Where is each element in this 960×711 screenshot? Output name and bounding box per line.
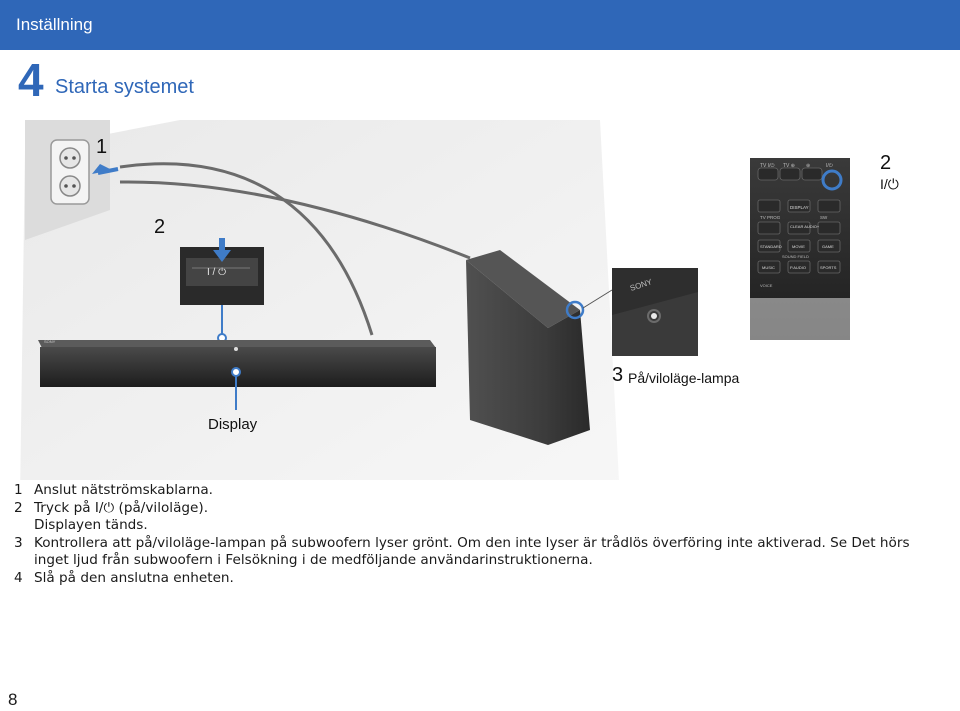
svg-text:TV ⊕: TV ⊕ (783, 163, 795, 169)
callout-remote-symbol: I/⏻ (880, 176, 899, 192)
svg-text:MOVIE: MOVIE (792, 244, 805, 249)
step-number: 3 (14, 534, 23, 551)
wall-outlet (25, 120, 119, 240)
callout-lamp-number: 3 (612, 364, 624, 386)
svg-text:P.AUDIO: P.AUDIO (790, 265, 806, 270)
svg-text:SW: SW (820, 215, 828, 220)
step-number: 4 (14, 569, 23, 586)
remote-control: TV I/⏻ TV ⊕ ⊕ I/⏻ DISPLAY TV PROG SW CLE… (750, 158, 850, 340)
lamp-callout-line (582, 289, 613, 309)
callout-lamp-text: På/viloläge-lampa (628, 370, 740, 386)
svg-text:STANDARD: STANDARD (760, 244, 782, 249)
power-button-label: I / ⏻ (207, 267, 227, 278)
callout-display: Display (208, 416, 258, 433)
header-bar: Inställning (0, 0, 960, 50)
power-cord-subwoofer (119, 180, 471, 260)
step-text: Anslut nätströmskablarna. (34, 482, 213, 498)
step-item: 1 Anslut nätströmskablarna. (14, 482, 944, 500)
svg-text:VOICE: VOICE (760, 283, 773, 288)
setup-illustration: SONY SONY TV I/⏻ TV ⊕ ⊕ I/⏻ DISPL (20, 120, 850, 480)
svg-text:SONY: SONY (44, 339, 56, 344)
button-inset (180, 238, 264, 343)
step-text: Kontrollera att på/viloläge-lampan på su… (34, 534, 910, 569)
callout-remote-number: 2 (880, 152, 892, 174)
callout-button-number: 2 (154, 216, 166, 238)
step-item: 3 Kontrollera att på/viloläge-lampan på … (14, 535, 944, 570)
step-number: 2 (14, 499, 23, 516)
step-text: Tryck på I/⏻ (på/viloläge). (34, 499, 209, 516)
power-cord-soundbar (119, 162, 374, 336)
step-list: 1 Anslut nätströmskablarna. 2 Tryck på I… (14, 482, 944, 587)
subwoofer (466, 250, 590, 445)
lamp-inset: SONY (612, 268, 698, 356)
svg-text:I/⏻: I/⏻ (826, 163, 833, 169)
svg-text:GAME: GAME (822, 244, 834, 249)
page-number: 8 (8, 690, 18, 709)
svg-text:CLEAR AUDIO+: CLEAR AUDIO+ (790, 224, 820, 229)
svg-text:SPORTS: SPORTS (820, 265, 837, 270)
soundbar: SONY (38, 339, 436, 387)
step-number: 1 (14, 482, 23, 498)
section-number: 4 (18, 54, 44, 106)
svg-text:TV PROG: TV PROG (760, 215, 781, 220)
step-item: 2 Tryck på I/⏻ (på/viloläge). Displayen … (14, 500, 944, 535)
header-title: Inställning (16, 15, 93, 34)
step-subtext: Displayen tänds. (34, 517, 148, 533)
svg-text:MUSIC: MUSIC (762, 265, 775, 270)
step-item: 4 Slå på den anslutna enheten. (14, 570, 944, 588)
section-title: Starta systemet (55, 76, 194, 98)
svg-text:TV I/⏻: TV I/⏻ (760, 163, 775, 169)
callout-outlet-number: 1 (96, 136, 108, 158)
svg-text:DISPLAY: DISPLAY (790, 205, 809, 210)
svg-text:⊕: ⊕ (806, 163, 810, 169)
svg-text:SOUND FIELD: SOUND FIELD (782, 254, 809, 259)
step-text: Slå på den anslutna enheten. (34, 569, 234, 586)
